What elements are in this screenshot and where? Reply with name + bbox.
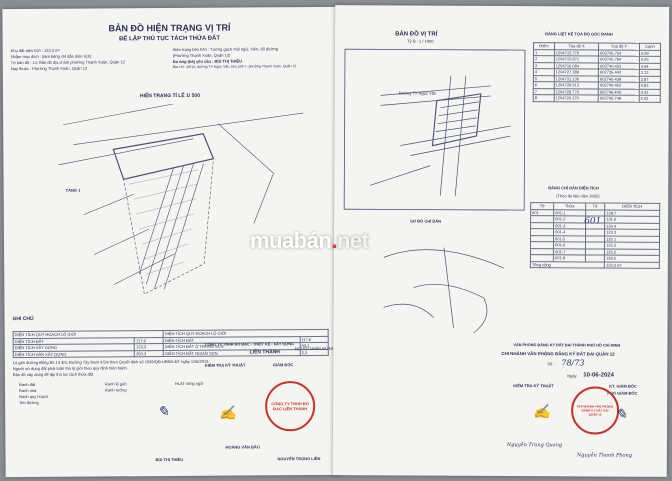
director-name: Nguyễn Thanh Phong (576, 452, 632, 459)
reg-number-label: Số : (547, 361, 555, 367)
cell: 350,3 (134, 350, 164, 357)
notes-line: Lộ giới đường Bồng Bồ 13 âm, Đường Tây N… (12, 358, 210, 366)
checker-name: Nguyễn Trung Quang (506, 442, 563, 449)
info-right-line: Hiện trạng bên trên : Tường gạch mái ngó… (172, 46, 278, 52)
notes-line: Người sử dụng đất phải tuân thủ lộ giới … (12, 365, 128, 372)
guide-map-drawing (383, 247, 504, 334)
footer-check-label: KIỂM TRA KỸ THUẬT (204, 362, 246, 368)
right-map-sheet: BẢN ĐỒ VỊ TRÍ Tỷ lệ : 1 / 1000 BẢNG LIỆT… (332, 5, 670, 477)
stamp-text: CÔNG TY TNHH ĐO ĐẠC LIÊN THÀNH (271, 401, 309, 412)
legend-item: Tim đường (19, 399, 39, 406)
info-line: Nhằm mục đích : (làm bảng chỉ dẫn diện t… (10, 53, 92, 60)
watermark-part2: net (336, 228, 369, 253)
watermark-dot: . (331, 228, 337, 253)
cell: DIỆN TÍCH SÀN XÂY DỰNG (13, 350, 135, 358)
legend-item: Ranh nhà (19, 387, 37, 394)
cell: 5.02 (639, 95, 661, 102)
right-scale: Tỷ lệ : 1 / 1000 (407, 38, 434, 44)
signature-director: ✎ (615, 406, 627, 423)
info-right-line: (Phường Thạnh Xuân, Quận 12) (172, 52, 231, 58)
date-value: 10-06-2024 (583, 372, 615, 379)
notes-line: Bản đồ này dùng để lập thủ tục tách thửa… (12, 371, 95, 378)
legend-item: HLAT sông ngòi (174, 380, 204, 386)
table-row: Tổng cộng 123,3 m² (530, 261, 660, 269)
watermark-logo: muabán.net (250, 228, 369, 254)
checker-label: KIỂM TRA KỸ THUẬT (513, 383, 554, 389)
info-right-line: Do ông (bà) yêu cầu : BÙI THỊ THIỀU (172, 58, 243, 64)
footer-survey-name: HOÀNG VĂN BẢO (225, 444, 260, 450)
signature-surveyor: ✍ (219, 405, 237, 422)
area-table-sub: (Theo tài liệu năm 2005) (556, 193, 600, 199)
agency-stamp: CHI NHÁNH VĂN PHÒNG ĐĂNG KÝ ĐẤT ĐAI QUẬN… (570, 386, 620, 435)
left-title: BẢN ĐỒ HIỆN TRẠNG VỊ TRÍ (108, 22, 231, 34)
footer-company-label: CÔNG TY TNHH ĐO ĐẠC - THIẾT KẾ - XÂY DỰN… (204, 342, 295, 347)
legend-item: Ranh đất (18, 381, 36, 388)
cell: 123,3 m² (604, 261, 660, 269)
notes-title: GHI CHÚ (12, 315, 34, 323)
company-stamp: CÔNG TY TNHH ĐO ĐẠC LIÊN THÀNH (264, 380, 316, 432)
legend-item: Ranh quy hoạch (19, 393, 49, 400)
handwritten-note: 601 (584, 216, 602, 227)
site-plan-drawing (58, 103, 304, 295)
agency-line-2: CHI NHÁNH VĂN PHÒNG ĐĂNG KÝ ĐẤT ĐAI QUẬN… (501, 351, 615, 357)
director-label: KT. GIÁM ĐỐC (609, 383, 637, 389)
signature-client: ✎ (157, 404, 169, 421)
legend-item: Ranh tường (105, 387, 127, 393)
cell: 602745.749 (598, 95, 640, 102)
info-line: Tờ bản đồ : 14, Bản đồ địa chính phường … (10, 59, 125, 66)
agency-line-1: VĂN PHÒNG ĐĂNG KÝ ĐẤT ĐAI THÀNH PHỐ HỒ C… (513, 343, 621, 348)
floor-label: TẦNG 1 (65, 187, 81, 193)
reg-number-value: 78/73 (561, 358, 585, 368)
footer-director-name: NGUYỄN TRỌNG LIÊN (277, 455, 321, 462)
date-label: Ngày (567, 373, 577, 379)
coords-title: BẢNG LIỆT KÊ TỌA ĐỘ GÓC RANH (545, 31, 613, 37)
cell: 1204726.170 (554, 94, 599, 102)
cell: Tổng cộng (530, 261, 605, 269)
left-map-sheet: BẢN ĐỒ HIỆN TRẠNG VỊ TRÍ ĐỂ LẬP THỦ TỤC … (2, 6, 349, 478)
street-label: Đường TX Ngọc Văn (398, 90, 437, 96)
guide-title: SƠ ĐỒ CHỈ DẪN (410, 218, 442, 224)
info-line: Khu đất diện tích : 123,3 m² (10, 47, 60, 54)
left-subtitle: ĐỂ LẬP THỦ TỤC TÁCH THỬA ĐẤT (119, 35, 221, 43)
footer-director-label: GIÁM ĐỐC (272, 362, 294, 368)
info-right-line: Địa chỉ : 49/14, đường TX Ngọc Văn, khu … (172, 64, 297, 69)
info-line: Nay thuộc : Phường Thạnh Xuân, Quận 12 (10, 65, 88, 72)
signature-checker: ✍ (533, 404, 551, 421)
plan-title: HIỆN TRẠNG TỈ LỆ 1/ 500 (139, 92, 201, 100)
area-table-title: BẢNG CHỈ DẪN DIỆN TÍCH (548, 185, 599, 191)
right-title: BẢN ĐỒ VỊ TRÍ (395, 31, 438, 38)
watermark-part1: muabán (250, 228, 332, 253)
legend-item: Ranh lộ giới (104, 381, 127, 387)
footer-left-name: BÙI THỊ THIỀU (155, 456, 184, 463)
cell: 8 (533, 94, 555, 102)
location-map-drawing (343, 48, 526, 211)
stamp-text: CHI NHÁNH VĂN PHÒNG ĐĂNG KÝ ĐẤT ĐAI QUẬN… (577, 404, 614, 417)
